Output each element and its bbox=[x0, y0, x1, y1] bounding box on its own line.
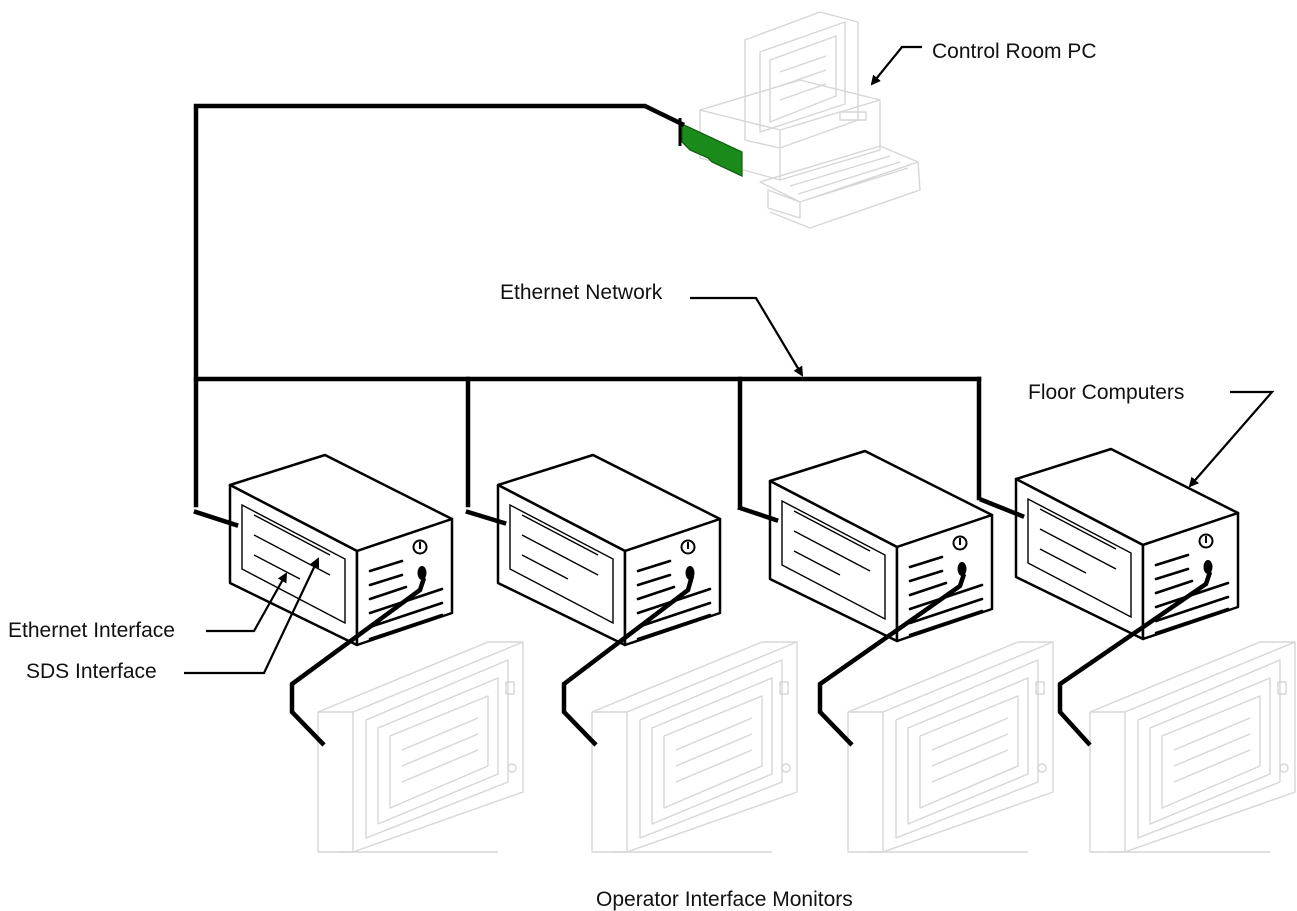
network-card bbox=[678, 118, 743, 177]
operator-monitor bbox=[317, 641, 524, 853]
label-sds-interface: SDS Interface bbox=[26, 660, 157, 683]
label-operator-interface-monitors: Operator Interface Monitors bbox=[596, 888, 853, 911]
label-floor-computers: Floor Computers bbox=[1028, 381, 1184, 404]
bus-drops bbox=[193, 497, 1025, 528]
label-ethernet-network: Ethernet Network bbox=[500, 281, 663, 304]
floor-computer bbox=[768, 449, 994, 643]
ethernet-bus bbox=[193, 103, 982, 508]
control-room-pc bbox=[699, 11, 921, 229]
operator-monitor bbox=[847, 641, 1054, 853]
operator-monitors bbox=[317, 641, 1296, 853]
floor-computer bbox=[1014, 447, 1240, 641]
floor-computers bbox=[228, 447, 1240, 647]
label-ethernet-interface: Ethernet Interface bbox=[8, 619, 175, 642]
operator-monitor bbox=[591, 641, 798, 853]
label-control-room-pc: Control Room PC bbox=[932, 40, 1097, 63]
leader-lines bbox=[184, 45, 1275, 675]
operator-monitor bbox=[1089, 641, 1296, 853]
floor-computer bbox=[496, 453, 722, 647]
monitor-cables bbox=[289, 571, 1213, 747]
labels: Control Room PC Ethernet Network Floor C… bbox=[8, 40, 1184, 911]
